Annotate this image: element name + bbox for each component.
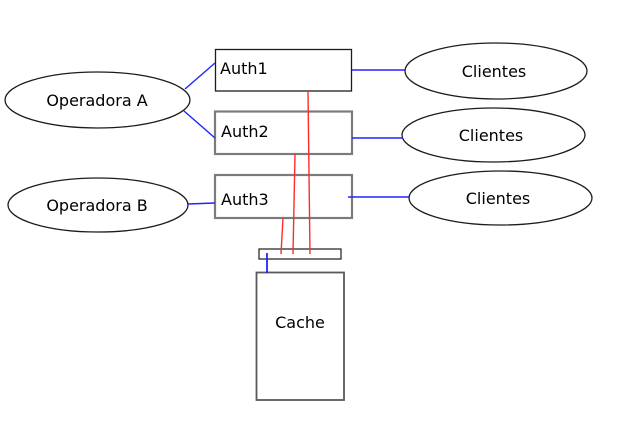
auth3-label: Auth3 (221, 190, 269, 209)
node-clientes-1: Clientes (404, 42, 588, 100)
auth2-label: Auth2 (221, 122, 269, 141)
edge-auth3-bus-bar (280, 217, 284, 255)
edge-operadora-a-auth2 (183, 110, 216, 139)
node-clientes-2: Clientes (401, 107, 586, 163)
auth1-label: Auth1 (220, 59, 268, 78)
auth2-box (213, 110, 354, 156)
node-cache (255, 271, 345, 401)
cache-box (255, 271, 345, 401)
node-operadora-b: Operadora B (7, 177, 189, 233)
auth1-box (214, 48, 353, 92)
clientes-3-label: Clientes (466, 189, 531, 208)
operadora-b-label: Operadora B (46, 196, 147, 215)
cache-label: Cache (275, 313, 325, 332)
node-auth1 (214, 48, 353, 92)
clientes-2-label: Clientes (459, 126, 524, 145)
node-auth3 (213, 173, 354, 220)
node-operadora-a: Operadora A (4, 71, 191, 129)
auth3-box (213, 173, 354, 220)
clientes-1-label: Clientes (462, 62, 527, 81)
operadora-b-ellipse (7, 177, 189, 233)
node-auth2 (213, 110, 354, 156)
operadora-a-ellipse (4, 71, 191, 129)
clientes-2-ellipse (401, 107, 586, 163)
node-bus-bar (258, 248, 342, 260)
edge-auth2-bus-bar (292, 153, 296, 255)
edge-operadora-b-auth3 (187, 202, 216, 205)
node-clientes-3: Clientes (408, 170, 593, 226)
operadora-a-label: Operadora A (46, 91, 147, 110)
edge-operadora-a-auth1 (184, 62, 216, 90)
edge-auth1-bus-bar (307, 90, 311, 255)
clientes-3-ellipse (408, 170, 593, 226)
clientes-1-ellipse (404, 42, 588, 100)
bus-bar-box (258, 248, 342, 260)
